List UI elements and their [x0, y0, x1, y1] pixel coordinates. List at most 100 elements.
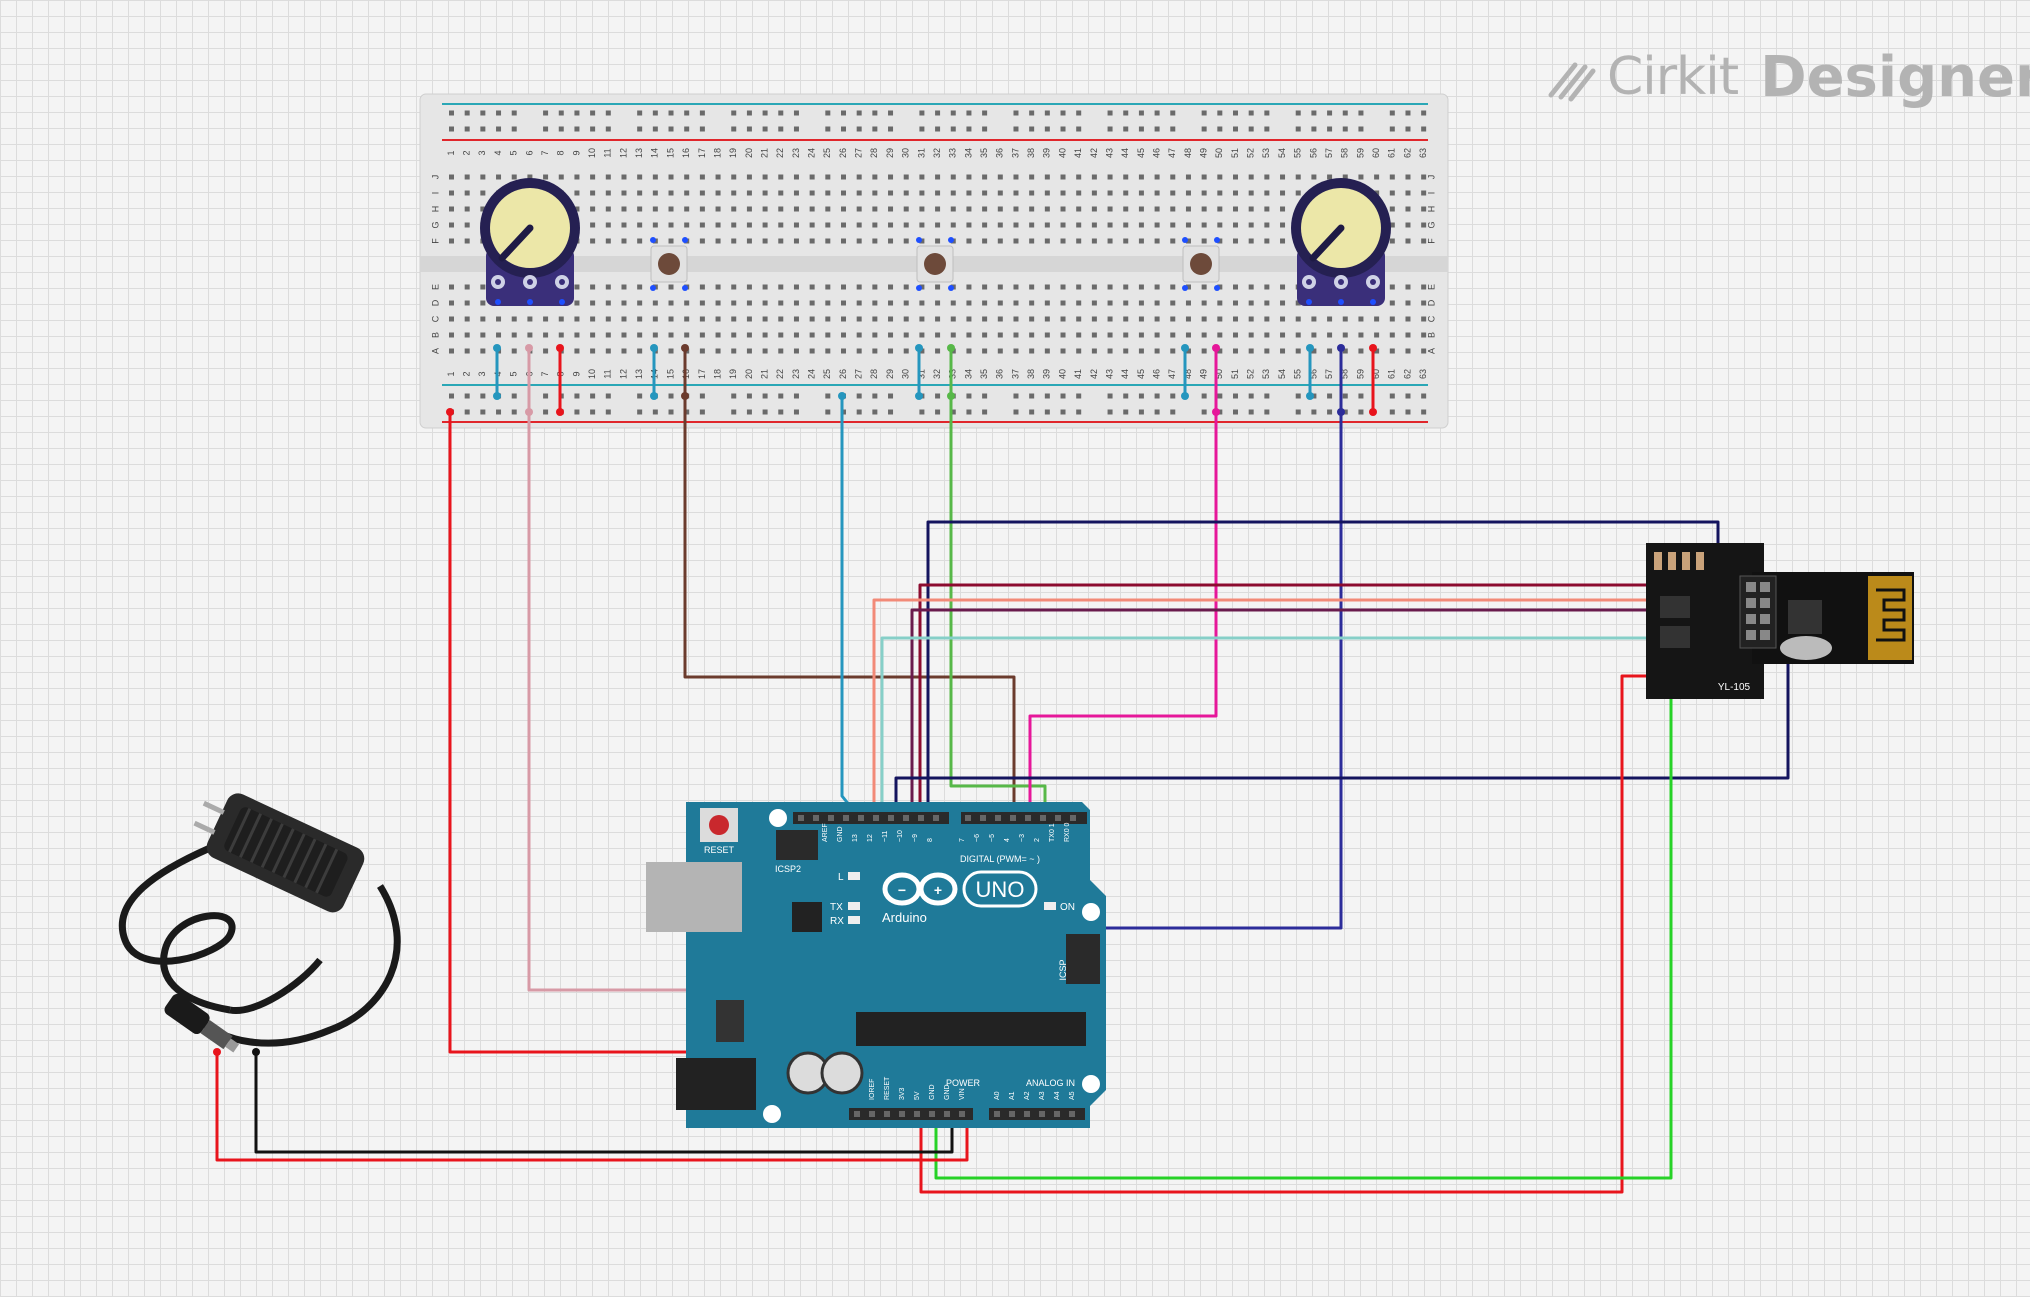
breadboard-rail-hole	[699, 409, 705, 415]
breadboard-column-number: 49	[1199, 369, 1209, 379]
breadboard-hole	[590, 348, 596, 354]
arduino-uno-board[interactable]: RESET ICSP2 ICSP − + Arduino UNO DIGITAL…	[646, 802, 1106, 1128]
arduino-pin-hole[interactable]	[1070, 815, 1076, 821]
breadboard-hole	[605, 206, 611, 212]
arduino-pin-hole[interactable]	[980, 815, 986, 821]
breadboard-column-number: 21	[759, 148, 769, 158]
breadboard-hole	[778, 300, 784, 306]
arduino-pin-hole[interactable]	[1069, 1111, 1075, 1117]
breadboard-rail-hole	[1358, 409, 1364, 415]
breadboard-hole	[1311, 316, 1317, 322]
breadboard-hole	[1311, 174, 1317, 180]
wire-black-adapter-gnd[interactable]	[254, 1050, 954, 1154]
arduino-pin-label: GND	[929, 1084, 936, 1100]
tx-label: TX	[830, 902, 843, 913]
breadboard-rail-hole	[496, 110, 502, 116]
arduino-pin-hole[interactable]	[933, 815, 939, 821]
arduino-pin-hole[interactable]	[1010, 815, 1016, 821]
arduino-pin-label: A0	[994, 1091, 1001, 1100]
wire-salmon-d13[interactable]	[872, 598, 1720, 820]
potentiometer-right[interactable]	[1291, 178, 1391, 306]
push-button-2[interactable]	[916, 245, 954, 283]
potentiometer-left[interactable]	[480, 178, 580, 306]
arduino-pin-hole[interactable]	[798, 815, 804, 821]
arduino-pin-hole[interactable]	[873, 815, 879, 821]
arduino-pin-hole[interactable]	[918, 815, 924, 821]
breadboard-hole	[1217, 316, 1223, 322]
arduino-pin-hole[interactable]	[1039, 1111, 1045, 1117]
arduino-pin-hole[interactable]	[1040, 815, 1046, 821]
breadboard-hole	[1029, 238, 1035, 244]
arduino-pin-hole[interactable]	[959, 1111, 965, 1117]
breadboard-rail-hole	[872, 110, 878, 116]
breadboard-column-number: 59	[1355, 369, 1365, 379]
arduino-pin-hole[interactable]	[1025, 815, 1031, 821]
arduino-pin-hole[interactable]	[828, 815, 834, 821]
breadboard-hole	[574, 348, 580, 354]
wire-maroon-d10[interactable]	[918, 583, 1720, 820]
breadboard-hole	[637, 300, 643, 306]
breadboard-column-number: 23	[791, 148, 801, 158]
breadboard-hole	[888, 206, 894, 212]
arduino-pin-hole[interactable]	[1009, 1111, 1015, 1117]
breadboard-hole	[841, 174, 846, 180]
power-adapter[interactable]	[118, 781, 401, 1058]
breadboard-hole	[997, 206, 1003, 212]
arduino-pin-hole[interactable]	[843, 815, 849, 821]
breadboard-hole	[449, 206, 454, 212]
wire-red-vcc-nrf[interactable]	[919, 674, 1654, 1194]
arduino-pin-hole[interactable]	[813, 815, 819, 821]
breadboard-hole	[1185, 190, 1191, 196]
breadboard-hole	[1123, 222, 1129, 228]
breadboard-rail-hole	[966, 409, 972, 415]
arduino-pin-hole[interactable]	[944, 1111, 950, 1117]
push-button-1[interactable]	[650, 245, 688, 283]
wire-mint-d12[interactable]	[880, 636, 1720, 820]
arduino-pin-hole[interactable]	[1055, 815, 1061, 821]
breadboard-hole	[762, 300, 768, 306]
breadboard-hole	[1091, 206, 1097, 212]
breadboard-hole	[637, 348, 643, 354]
wire-green-gnd-nrf[interactable]	[934, 674, 1673, 1180]
breadboard-hole	[1405, 238, 1411, 244]
breadboard-hole	[511, 174, 517, 180]
breadboard-column-number: 31	[916, 148, 926, 158]
wire-purple-d12[interactable]	[910, 608, 1720, 820]
arduino-pin-hole[interactable]	[994, 1111, 1000, 1117]
wire-magenta-button-d3[interactable]	[1028, 410, 1218, 820]
breadboard-hole	[1076, 206, 1082, 212]
breadboard-rail-hole	[1138, 409, 1144, 415]
breadboard-hole	[699, 222, 705, 228]
breadboard-column-number: 17	[697, 369, 707, 379]
breadboard-hole	[872, 300, 878, 306]
arduino-pin-hole[interactable]	[995, 815, 1001, 821]
arduino-pin-hole[interactable]	[869, 1111, 875, 1117]
nrf24l01-module[interactable]: YL-105	[1646, 543, 1914, 699]
breadboard-hole	[1389, 222, 1395, 228]
arduino-pin-hole[interactable]	[884, 1111, 890, 1117]
push-button-3[interactable]	[1182, 245, 1220, 283]
arduino-pin-hole[interactable]	[888, 815, 894, 821]
arduino-pin-hole[interactable]	[965, 815, 971, 821]
breadboard-hole	[1013, 316, 1019, 322]
breadboard-hole	[637, 238, 643, 244]
breadboard-rail-hole	[1060, 110, 1066, 116]
arduino-pin-hole[interactable]	[929, 1111, 935, 1117]
breadboard-rail-hole	[966, 126, 972, 132]
wire-brown-button-d4[interactable]	[683, 394, 1016, 820]
wire-teal-gnd-rail[interactable]	[840, 394, 852, 820]
arduino-pin-label: VIN	[959, 1088, 966, 1100]
arduino-pin-hole[interactable]	[914, 1111, 920, 1117]
breadboard-hole	[527, 332, 533, 338]
arduino-pin-hole[interactable]	[858, 815, 864, 821]
arduino-pin-hole[interactable]	[1024, 1111, 1030, 1117]
arduino-pin-hole[interactable]	[854, 1111, 860, 1117]
arduino-pin-hole[interactable]	[1054, 1111, 1060, 1117]
breadboard-rail-hole	[872, 393, 878, 399]
breadboard-rail-hole	[684, 409, 690, 415]
wire-dark-navy-d11[interactable]	[926, 520, 1720, 820]
arduino-pin-hole[interactable]	[903, 815, 909, 821]
breadboard-hole	[715, 190, 721, 196]
arduino-pin-hole[interactable]	[899, 1111, 905, 1117]
breadboard-rail-hole	[464, 126, 470, 132]
